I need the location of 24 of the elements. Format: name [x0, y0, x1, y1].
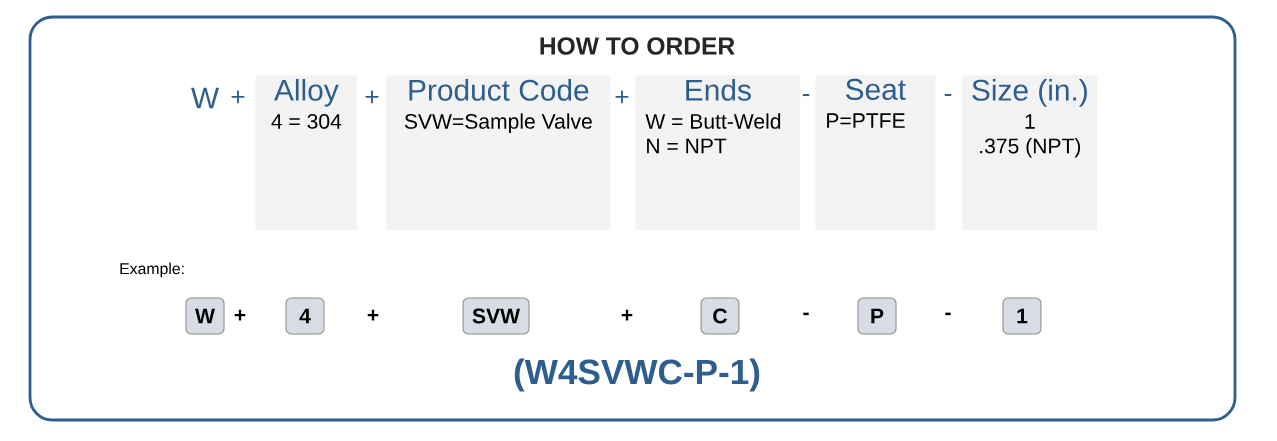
- code-box: 4: [285, 297, 325, 335]
- operator-sign: -: [803, 312, 809, 316]
- operator-sign: +: [234, 309, 246, 321]
- code-box: W: [185, 297, 225, 335]
- operator-sign: -: [945, 312, 951, 316]
- title: HOW TO ORDER: [540, 37, 735, 55]
- operator-sign: +: [621, 309, 633, 321]
- code-column: Product Code SVW=Sample Valve: [386, 75, 611, 231]
- code-box: P: [857, 297, 897, 335]
- example-label: Example:: [120, 262, 184, 278]
- code-box: 1: [1002, 297, 1042, 335]
- code-column: Ends W = Butt-Weld N = NPT: [635, 75, 801, 231]
- code-letter: W: [191, 87, 219, 109]
- order-code: (W4SVWC-P-1): [514, 358, 760, 392]
- operator-sign: -: [802, 94, 810, 97]
- operator-sign: +: [615, 90, 629, 104]
- code-column: Seat P=PTFE: [815, 75, 936, 231]
- operator-sign: +: [365, 90, 379, 104]
- code-column: Alloy 4 = 304: [255, 75, 358, 231]
- operator-sign: -: [944, 94, 952, 97]
- operator-sign: +: [367, 309, 379, 321]
- code-box: SVW: [462, 297, 530, 335]
- code-column: Size (in.) 1 .375 (NPT): [962, 75, 1098, 231]
- code-box: C: [700, 297, 740, 335]
